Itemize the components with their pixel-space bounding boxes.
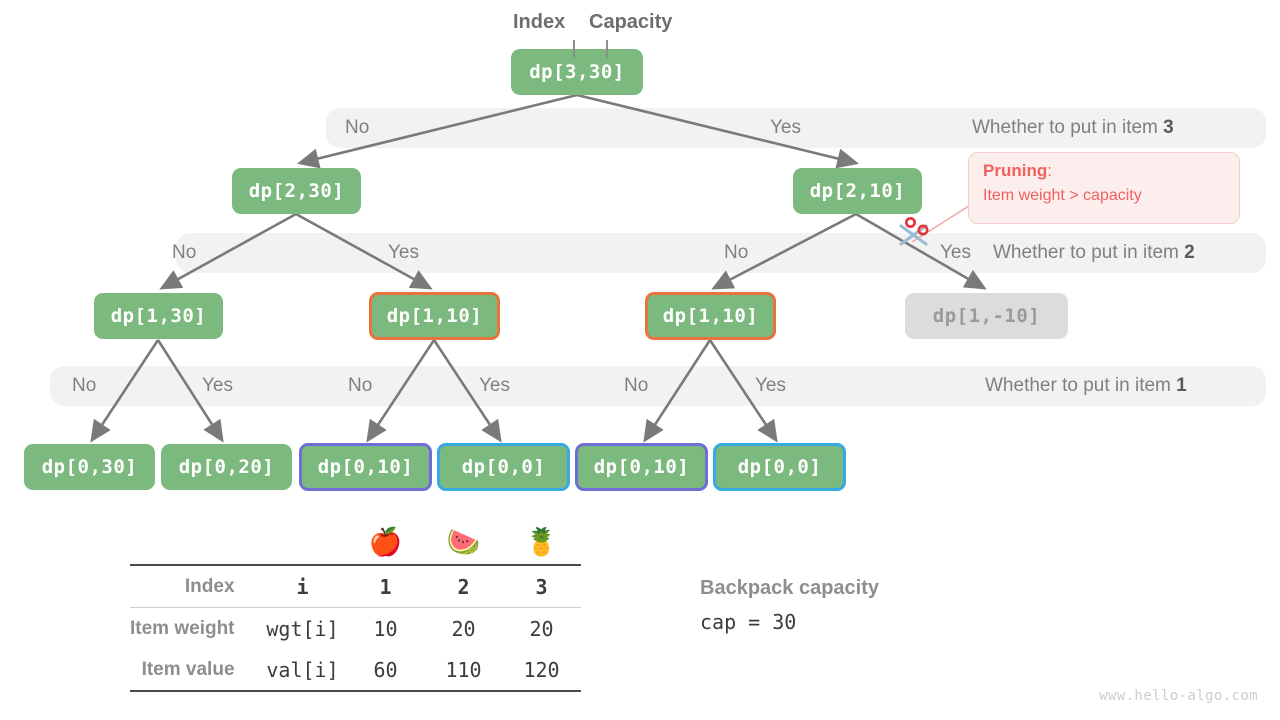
footer-watermark: www.hello-algo.com xyxy=(1099,688,1258,704)
tree-node-dp-2-30[interactable]: dp[2,30] xyxy=(232,168,361,214)
band1-caption: Whether to put in item 1 xyxy=(985,366,1187,406)
band2-no2-label: No xyxy=(724,242,749,263)
table-row-value: Item value val[i] 60 110 120 xyxy=(130,649,581,692)
index-value-3: 3 xyxy=(502,564,581,608)
table-emoji-row: 🍎 🍉 🍍 xyxy=(130,520,581,565)
band3-yes-label: Yes xyxy=(770,117,801,138)
band1-yes2-label: Yes xyxy=(479,375,510,396)
row-key-weight: wgt[i] xyxy=(258,607,347,649)
decision-band-item2 xyxy=(176,233,1266,273)
band1-no1-label: No xyxy=(72,375,97,396)
capacity-note-value: cap = 30 xyxy=(700,610,797,634)
row-label-value: Item value xyxy=(130,649,259,692)
items-table: 🍎 🍉 🍍 Index i 1 2 3 Item weight wgt[i] 1… xyxy=(130,520,581,692)
pineapple-icon: 🍍 xyxy=(524,527,559,557)
band2-caption-text: Whether to put in item xyxy=(993,242,1185,263)
decision-band-item1 xyxy=(50,366,1266,406)
header-leader-lines xyxy=(573,40,608,58)
tree-node-dp-3-30[interactable]: dp[3,30] xyxy=(511,49,643,95)
band1-caption-num: 1 xyxy=(1176,375,1187,396)
capacity-header-label: Capacity xyxy=(589,11,673,33)
table-row-weight: Item weight wgt[i] 10 20 20 xyxy=(130,607,581,649)
row-label-index: Index xyxy=(130,564,259,608)
band1-no3-label: No xyxy=(624,375,649,396)
table-row-index: Index i 1 2 3 xyxy=(130,564,581,608)
value-value-3: 120 xyxy=(502,649,581,692)
leaf-node-dp-0-30[interactable]: dp[0,30] xyxy=(24,444,155,490)
decision-band-item3 xyxy=(326,108,1266,148)
band2-no1-label: No xyxy=(172,242,197,263)
apple-icon: 🍎 xyxy=(368,527,403,557)
band2-caption-num: 2 xyxy=(1184,242,1195,263)
tree-node-dp-1-10-b[interactable]: dp[1,10] xyxy=(645,292,776,340)
band3-no-label: No xyxy=(345,117,370,138)
backpack-capacity-note: Backpack capacity cap = 30 xyxy=(700,577,879,634)
band3-caption-text: Whether to put in item xyxy=(972,117,1164,138)
leaf-node-dp-0-20[interactable]: dp[0,20] xyxy=(161,444,292,490)
pruning-colon: : xyxy=(1047,161,1052,180)
band1-yes1-label: Yes xyxy=(202,375,233,396)
value-value-2: 110 xyxy=(424,649,503,692)
leaf-node-dp-0-10-a[interactable]: dp[0,10] xyxy=(299,443,432,491)
weight-value-3: 20 xyxy=(502,607,581,649)
pruning-description: Item weight > capacity xyxy=(983,187,1142,204)
band2-yes2-label: Yes xyxy=(940,242,971,263)
value-value-1: 60 xyxy=(346,649,425,692)
row-label-weight: Item weight xyxy=(130,607,259,649)
tree-node-dp-1-30[interactable]: dp[1,30] xyxy=(94,293,223,339)
index-value-2: 2 xyxy=(424,564,503,608)
row-key-value: val[i] xyxy=(258,649,347,692)
leaf-node-dp-0-10-b[interactable]: dp[0,10] xyxy=(575,443,708,491)
band1-no2-label: No xyxy=(348,375,373,396)
watermelon-icon: 🍉 xyxy=(446,527,481,557)
pruning-leader-line xyxy=(911,203,973,243)
weight-value-2: 20 xyxy=(424,607,503,649)
scissors-icon xyxy=(899,217,929,246)
emoji-row-spacer xyxy=(130,520,259,565)
tree-node-dp-1-neg10-pruned[interactable]: dp[1,-10] xyxy=(905,293,1068,339)
band2-caption: Whether to put in item 2 xyxy=(993,233,1195,273)
band3-caption-num: 3 xyxy=(1163,117,1174,138)
index-header-label: Index xyxy=(513,11,566,33)
band2-yes1-label: Yes xyxy=(388,242,419,263)
tree-node-dp-2-10[interactable]: dp[2,10] xyxy=(793,168,922,214)
band1-caption-text: Whether to put in item xyxy=(985,375,1177,396)
band3-caption: Whether to put in item 3 xyxy=(972,108,1174,148)
leaf-node-dp-0-0-b[interactable]: dp[0,0] xyxy=(713,443,846,491)
capacity-note-title: Backpack capacity xyxy=(700,577,880,599)
band1-yes3-label: Yes xyxy=(755,375,786,396)
leaf-node-dp-0-0-a[interactable]: dp[0,0] xyxy=(437,443,570,491)
weight-value-1: 10 xyxy=(346,607,425,649)
pruning-callout: Pruning: Item weight > capacity xyxy=(968,152,1240,224)
tree-node-dp-1-10-a[interactable]: dp[1,10] xyxy=(369,292,500,340)
pruning-title: Pruning: xyxy=(983,161,1225,181)
emoji-key-spacer xyxy=(259,520,347,565)
pruning-title-text: Pruning xyxy=(983,161,1048,180)
row-key-index: i xyxy=(258,564,347,608)
index-value-1: 1 xyxy=(346,564,425,608)
